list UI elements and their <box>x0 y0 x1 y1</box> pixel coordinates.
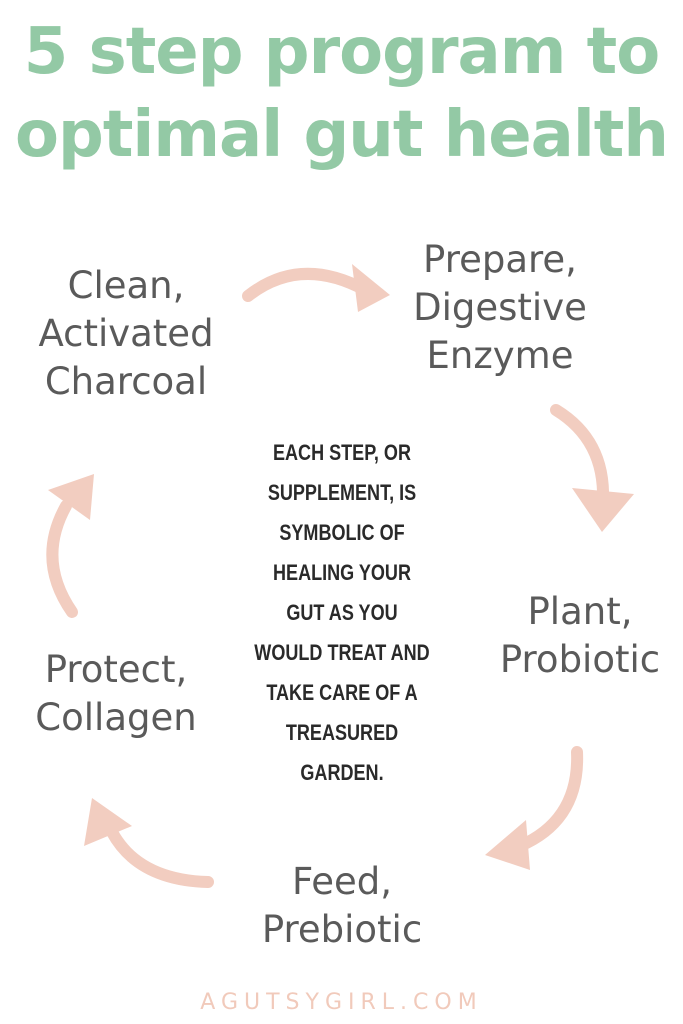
step-prepare-digestive-enzyme: Prepare, Digestive Enzyme <box>400 236 600 380</box>
step-feed-prebiotic: Feed, Prebiotic <box>242 858 442 954</box>
center-text-line: HEALING YOUR <box>273 560 411 585</box>
curved-arrow-icon <box>242 264 390 312</box>
step-clean-activated-charcoal: Clean, Activated Charcoal <box>26 262 226 406</box>
step-label-line: Clean, <box>67 264 185 307</box>
center-description: EACH STEP, OR SUPPLEMENT, IS SYMBOLIC OF… <box>244 433 441 793</box>
center-text-line: GUT AS YOU <box>286 600 398 625</box>
center-text-line: TREASURED <box>285 720 399 745</box>
step-label-line: Protect, <box>44 648 188 691</box>
curved-arrow-icon <box>550 404 634 532</box>
step-label-line: Activated <box>38 312 214 355</box>
center-text-line: TAKE CARE OF A <box>266 680 418 705</box>
curved-arrow-icon <box>84 798 214 888</box>
center-text-line: SUPPLEMENT, IS <box>267 480 417 505</box>
curved-arrow-icon <box>485 746 584 870</box>
center-text-line: WOULD TREAT AND <box>254 640 430 665</box>
step-label-line: Prepare, <box>423 238 577 281</box>
title-line-1: 5 step program to <box>23 15 660 89</box>
step-label-line: Enzyme <box>426 334 574 377</box>
step-label-line: Plant, <box>527 590 633 633</box>
step-label-line: Feed, <box>291 860 393 903</box>
site-url-footer: AGUTSYGIRL.COM <box>200 990 483 1015</box>
step-label-line: Probiotic <box>499 638 661 681</box>
title-line-2: optimal gut health <box>15 98 669 172</box>
center-text-line: GARDEN. <box>300 760 384 785</box>
step-label-line: Prebiotic <box>261 908 423 951</box>
step-label-line: Collagen <box>35 696 197 739</box>
step-protect-collagen: Protect, Collagen <box>16 646 216 742</box>
step-label-line: Digestive <box>413 286 587 329</box>
step-label-line: Charcoal <box>44 360 208 403</box>
step-plant-probiotic: Plant, Probiotic <box>480 588 680 684</box>
center-text-line: EACH STEP, OR <box>272 440 412 465</box>
center-text-line: SYMBOLIC OF <box>279 520 405 545</box>
curved-arrow-icon <box>46 474 94 618</box>
